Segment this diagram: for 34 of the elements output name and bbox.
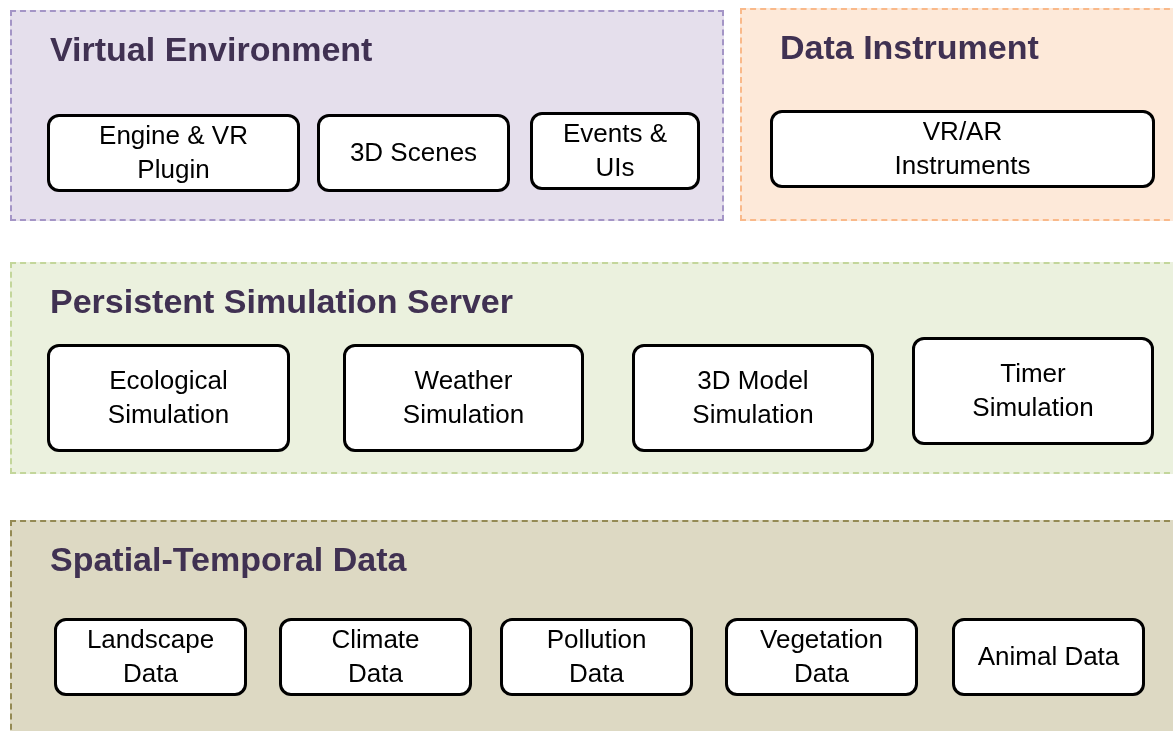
component-box — [500, 618, 693, 696]
box-label: VR/AR Instruments — [893, 115, 1032, 182]
component-box — [632, 344, 874, 452]
component-box — [530, 112, 700, 190]
component-box — [952, 618, 1145, 696]
component-box — [912, 337, 1154, 445]
box-label: Landscape Data — [85, 623, 216, 690]
box-label: Ecological Simulation — [106, 364, 231, 431]
component-box — [47, 344, 290, 452]
component-box — [725, 618, 918, 696]
component-box — [279, 618, 472, 696]
group-panel — [10, 10, 724, 221]
box-label: Animal Data — [976, 640, 1121, 674]
group-title: Spatial-Temporal Data — [50, 540, 407, 579]
group-title: Virtual Environment — [50, 30, 373, 69]
group-title: Data Instrument — [780, 28, 1039, 67]
box-label: Weather Simulation — [401, 364, 526, 431]
component-box — [770, 110, 1155, 188]
component-box — [317, 114, 510, 192]
box-label: Events & UIs — [561, 117, 669, 184]
box-label: Engine & VR Plugin — [98, 119, 249, 186]
component-box — [343, 344, 584, 452]
group-panel — [10, 520, 1173, 731]
component-box — [47, 114, 300, 192]
box-label: Climate Data — [330, 623, 421, 690]
box-label: Timer Simulation — [971, 357, 1095, 424]
component-box — [54, 618, 247, 696]
group-panel — [740, 8, 1173, 221]
box-label: 3D Model Simulation — [691, 364, 815, 431]
group-title: Persistent Simulation Server — [50, 282, 513, 321]
box-label: Vegetation Data — [759, 623, 884, 690]
box-label: 3D Scenes — [348, 136, 479, 170]
group-panel — [10, 262, 1173, 474]
box-label: Pollution Data — [545, 623, 648, 690]
